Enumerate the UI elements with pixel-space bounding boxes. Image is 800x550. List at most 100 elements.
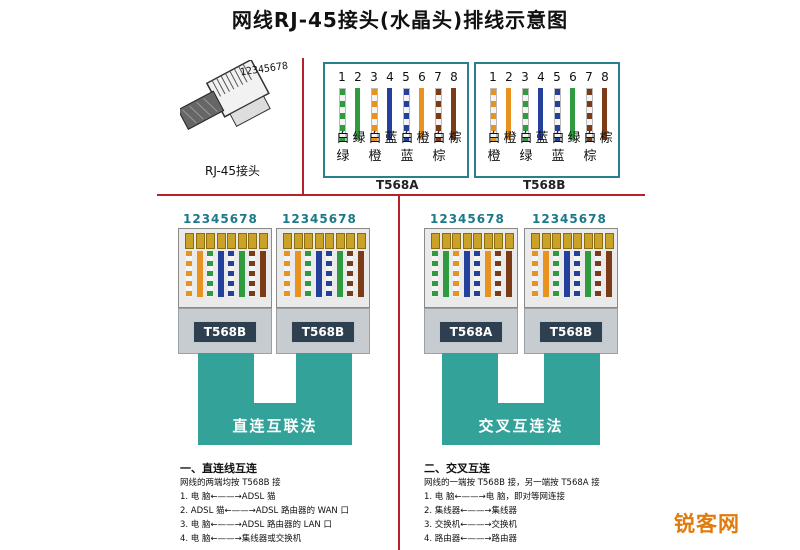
gold-contact <box>325 233 334 249</box>
gold-contact <box>552 233 561 249</box>
plug-wire-strand <box>463 251 470 297</box>
plug-wire-strand <box>595 251 601 297</box>
plug-wire-strand <box>532 251 538 297</box>
crossover-right-plug <box>524 228 618 308</box>
wire-strand <box>570 88 575 140</box>
crossover-note-line: 网线的一端按 T568B 接，另一端按 T568A 接 <box>424 478 600 488</box>
plug-wire-strand <box>259 251 266 297</box>
pin-number: 7 <box>434 70 442 84</box>
gold-contact <box>335 233 345 249</box>
gold-contact <box>441 233 451 249</box>
wire-strand <box>339 88 346 142</box>
wire-color-label: 白 <box>551 131 565 146</box>
pin-number: 3 <box>370 70 378 84</box>
pin-number: 4 <box>386 70 394 84</box>
t568a-label: T568A <box>376 178 419 192</box>
wire-strand <box>435 88 442 142</box>
pin-number: 1 <box>338 70 346 84</box>
gold-contact <box>494 233 503 249</box>
plug-wire-strand <box>605 251 612 297</box>
gold-contact <box>283 233 292 249</box>
wire-strand <box>419 88 424 140</box>
horizontal-divider <box>157 194 645 196</box>
plug-wire-strand <box>315 251 322 297</box>
wire-color-label: 棕 <box>583 149 597 164</box>
gold-contact <box>195 233 205 249</box>
wire-color-label: 绿 <box>336 149 350 164</box>
straight-left-standard-badge: T568B <box>193 321 257 343</box>
wire-color-label: 白 <box>583 131 597 146</box>
gold-contact <box>356 233 366 249</box>
wire-color-label: 橙 <box>368 149 382 164</box>
wire-strand <box>538 88 543 140</box>
straight-left-plug <box>178 228 272 308</box>
gold-contact <box>216 233 226 249</box>
gold-contact <box>531 233 540 249</box>
straight-left-pin-numbers: 12345678 <box>183 212 258 226</box>
straight-right-plug <box>276 228 370 308</box>
wire-strand <box>451 88 456 140</box>
gold-contact <box>462 233 472 249</box>
gold-contact <box>185 233 194 249</box>
crossover-right-pin-numbers: 12345678 <box>532 212 607 226</box>
watermark-logo: 锐客网 <box>674 512 740 536</box>
wire-color-label: 白 <box>519 131 533 146</box>
plug-wire-strand <box>442 251 449 297</box>
wire-color-label: 白 <box>432 131 446 146</box>
straight-cable-left-leg <box>198 353 254 403</box>
plug-wire-strand <box>228 251 234 297</box>
plug-wire-strand <box>563 251 570 297</box>
plug-wire-strand <box>294 251 301 297</box>
crossover-note-line: 1. 电 脑←——→电 脑，即对等网连接 <box>424 492 565 502</box>
pin-number: 2 <box>354 70 362 84</box>
wire-color-label: 橙 <box>487 149 501 164</box>
plug-wire-strand <box>217 251 224 297</box>
plug-wire-strand <box>347 251 353 297</box>
wire-strand <box>586 88 593 142</box>
wire-strand <box>490 88 497 142</box>
wire-color-label: 绿 <box>352 131 366 146</box>
plug-wire-strand <box>574 251 580 297</box>
wire-color-label: 蓝 <box>535 131 549 146</box>
plug-wire-strand <box>186 251 192 297</box>
gold-contact <box>258 233 268 249</box>
plug-wire-strand <box>542 251 549 297</box>
plug-wire-strand <box>249 251 255 297</box>
rj45-connector-illustration <box>177 58 295 190</box>
crossover-right-standard-badge: T568B <box>539 321 603 343</box>
connector-caption: RJ-45接头 <box>205 164 261 178</box>
rj45-plug-icon <box>177 58 271 131</box>
gold-contact <box>594 233 603 249</box>
pin-number: 8 <box>601 70 609 84</box>
wire-strand <box>602 88 607 140</box>
plug-wire-strand <box>453 251 459 297</box>
crossover-method-label: 交叉互连法 <box>478 417 564 435</box>
plug-wire-strand <box>484 251 491 297</box>
pin-number: 6 <box>418 70 426 84</box>
wire-color-label: 绿 <box>519 149 533 164</box>
wire-color-label: 棕 <box>599 131 613 146</box>
straight-notes-title: 一、直连线互连 <box>180 462 257 475</box>
wire-strand <box>355 88 360 140</box>
wire-color-label: 橙 <box>416 131 430 146</box>
straight-right-standard-badge: T568B <box>291 321 355 343</box>
plug-wire-strand <box>432 251 438 297</box>
plug-wire-strand <box>238 251 245 297</box>
pin-number: 4 <box>537 70 545 84</box>
wire-strand <box>554 88 561 142</box>
crossover-left-plug <box>424 228 518 308</box>
gold-contact <box>604 233 614 249</box>
wire-color-label: 蓝 <box>551 149 565 164</box>
plug-wire-strand <box>357 251 364 297</box>
straight-note-line: 4. 电 脑←——→集线器或交换机 <box>180 534 302 544</box>
crossover-right-cover: T568B <box>524 308 618 354</box>
plug-wire-strand <box>584 251 591 297</box>
plug-wire-strand <box>284 251 290 297</box>
plug-wire-strand <box>207 251 213 297</box>
gold-contact <box>206 233 215 249</box>
wire-strand <box>506 88 511 140</box>
straight-cable-bar <box>198 403 352 445</box>
gold-contact <box>314 233 324 249</box>
crossover-note-line: 3. 交换机←——→交换机 <box>424 520 518 530</box>
